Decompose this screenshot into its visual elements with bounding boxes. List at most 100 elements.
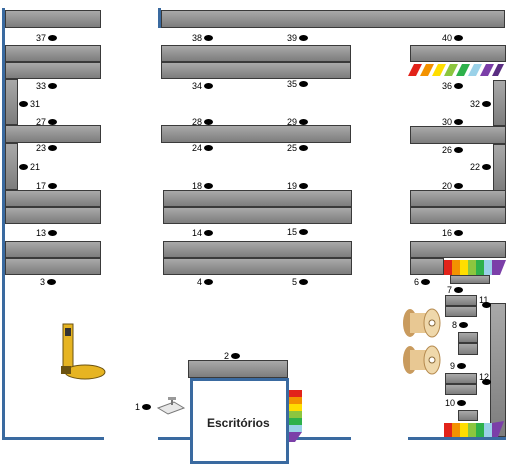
wall-bottom-left	[2, 437, 104, 440]
shelf	[161, 62, 351, 79]
point-11-marker	[480, 302, 491, 308]
point-13[interactable]: 13	[36, 228, 58, 238]
cable-spool-icon	[403, 345, 441, 375]
point-marker-icon	[48, 145, 58, 151]
point-marker-icon	[457, 363, 467, 369]
cable-spool-icon	[403, 308, 441, 338]
point-marker-icon	[142, 404, 152, 410]
shelf	[410, 258, 444, 275]
point-39[interactable]: 39	[287, 33, 309, 43]
point-14[interactable]: 14	[192, 228, 214, 238]
point-29[interactable]: 29	[287, 117, 309, 127]
point-23[interactable]: 23	[36, 143, 58, 153]
point-marker-icon	[204, 230, 214, 236]
point-marker-icon	[48, 119, 58, 125]
point-35[interactable]: 35	[287, 79, 309, 89]
shelf	[161, 125, 351, 143]
point-marker-icon	[454, 287, 464, 293]
shelf	[445, 384, 477, 395]
point-marker-icon	[457, 400, 467, 406]
point-marker-icon	[47, 279, 57, 285]
point-4[interactable]: 4	[197, 277, 214, 287]
wall-top-center	[158, 8, 161, 28]
point-25[interactable]: 25	[287, 143, 309, 153]
point-12[interactable]: 12	[479, 372, 490, 382]
shelf	[410, 126, 506, 144]
fabric-rolls-icon	[444, 260, 506, 275]
wall-bottom-center-left	[158, 437, 191, 440]
point-11[interactable]: 11	[479, 295, 489, 305]
point-16[interactable]: 16	[442, 228, 464, 238]
point-27[interactable]: 27	[36, 117, 58, 127]
point-7[interactable]: 7	[447, 285, 464, 295]
shelf	[5, 45, 101, 62]
point-6[interactable]: 6	[414, 277, 431, 287]
shelf	[493, 80, 506, 126]
point-marker-icon	[482, 164, 492, 170]
point-marker-icon	[48, 83, 58, 89]
point-5[interactable]: 5	[292, 277, 309, 287]
point-marker-icon	[48, 35, 58, 41]
point-marker-icon	[482, 302, 491, 308]
point-marker-icon	[454, 83, 464, 89]
point-10[interactable]: 10	[445, 398, 467, 408]
fabric-rolls-icon	[288, 390, 302, 442]
point-15[interactable]: 15	[287, 227, 309, 237]
point-9[interactable]: 9	[450, 361, 467, 371]
shelf	[410, 45, 506, 62]
point-34[interactable]: 34	[192, 81, 214, 91]
fabric-rolls-icon	[408, 64, 504, 76]
point-marker-icon	[48, 230, 58, 236]
point-19[interactable]: 19	[287, 181, 309, 191]
point-marker-icon	[299, 145, 309, 151]
point-21[interactable]: 21	[19, 162, 40, 172]
shelf	[410, 190, 506, 207]
point-37[interactable]: 37	[36, 33, 58, 43]
point-33[interactable]: 33	[36, 81, 58, 91]
point-marker-icon	[299, 81, 309, 87]
shelf	[5, 190, 101, 207]
point-18[interactable]: 18	[192, 181, 214, 191]
point-30[interactable]: 30	[442, 117, 464, 127]
point-36[interactable]: 36	[442, 81, 464, 91]
point-17[interactable]: 17	[36, 181, 58, 191]
point-marker-icon	[204, 119, 214, 125]
point-3[interactable]: 3	[40, 277, 57, 287]
point-40[interactable]: 40	[442, 33, 464, 43]
shelf	[161, 45, 351, 62]
point-marker-icon	[454, 35, 464, 41]
point-12-marker	[480, 379, 491, 385]
point-1[interactable]: 1	[135, 402, 152, 412]
shelf	[5, 62, 101, 79]
point-24[interactable]: 24	[192, 143, 214, 153]
shelf	[5, 258, 101, 275]
point-31[interactable]: 31	[19, 99, 40, 109]
point-marker-icon	[459, 322, 469, 328]
point-22[interactable]: 22	[470, 162, 492, 172]
point-marker-icon	[204, 83, 214, 89]
point-marker-icon	[299, 119, 309, 125]
shelf	[458, 410, 478, 421]
point-2[interactable]: 2	[224, 351, 241, 361]
wall-left	[2, 8, 5, 440]
point-38[interactable]: 38	[192, 33, 214, 43]
point-marker-icon	[454, 119, 464, 125]
point-marker-icon	[204, 145, 214, 151]
point-20[interactable]: 20	[442, 181, 464, 191]
office-label: Escritórios	[207, 416, 270, 430]
point-marker-icon	[482, 101, 492, 107]
point-marker-icon	[299, 35, 309, 41]
point-8[interactable]: 8	[452, 320, 469, 330]
point-marker-icon	[299, 229, 309, 235]
point-marker-icon	[19, 164, 28, 170]
shelf	[163, 190, 352, 207]
point-26[interactable]: 26	[442, 145, 464, 155]
point-marker-icon	[482, 379, 491, 385]
point-marker-icon	[299, 183, 309, 189]
point-marker-icon	[204, 279, 214, 285]
point-32[interactable]: 32	[470, 99, 492, 109]
shelf	[410, 241, 506, 258]
point-28[interactable]: 28	[192, 117, 214, 127]
point-marker-icon	[204, 35, 214, 41]
shelf	[445, 373, 477, 384]
